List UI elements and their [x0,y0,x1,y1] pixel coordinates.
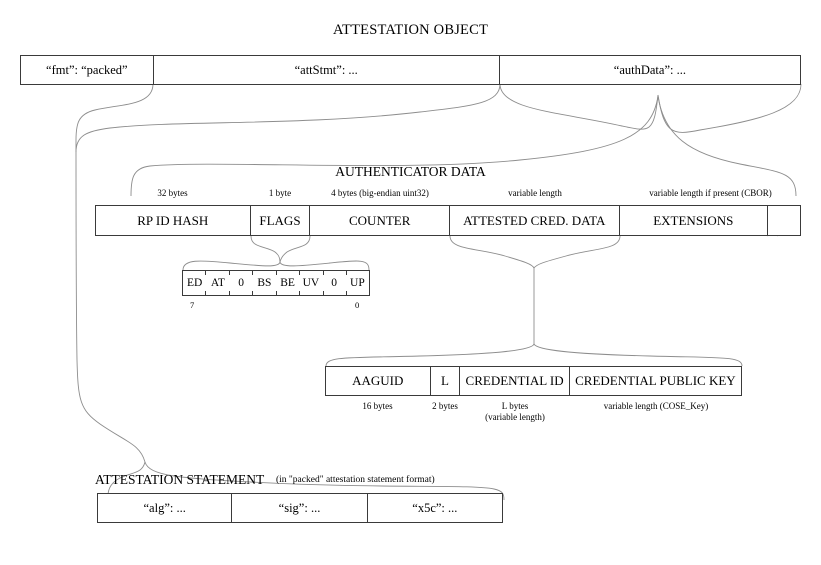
connector-acd-bot-right [533,343,743,367]
flag-bit-bs[interactable]: BS [257,277,272,289]
flag-tick-bottom-1 [205,291,206,296]
attested-credential-data-row: AAGUID L CREDENTIAL ID CREDENTIAL PUBLIC… [325,366,742,396]
field-flags[interactable]: FLAGS [251,206,311,235]
size-label-extensions: variable length if present (CBOR) [649,188,772,198]
size-label-credential-id: L bytes [501,401,529,411]
flag-tick-bottom-4 [276,291,277,296]
field-x5c[interactable]: “x5c”: ... [412,500,458,515]
attestation-statement-row: “alg”: ... “sig”: ... “x5c”: ... [97,493,503,523]
flag-bit-at[interactable]: AT [210,277,225,289]
connector-attstmt-top-left [75,83,154,141]
flag-tick-top-1 [205,270,206,275]
field-credential-id-length[interactable]: L [431,367,461,395]
field-truncation-gap [768,206,800,235]
flag-bit-ed[interactable]: ED [186,277,203,289]
field-credential-public-key[interactable]: CREDENTIAL PUBLIC KEY [575,373,736,388]
connector-flags-bot-left [182,260,281,271]
authenticator-data-title: AUTHENTICATOR DATA [335,164,486,179]
flag-bit-reserved-1[interactable]: 0 [331,277,337,289]
size-label-attested-cred-data: variable length [508,188,562,198]
size-label-aaguid: 16 bytes [362,401,393,411]
flag-tick-bottom-5 [299,291,300,296]
field-rp-id-hash[interactable]: RP ID HASH [96,206,251,235]
field-aaguid[interactable]: AAGUID [326,367,431,395]
flag-tick-bottom-3 [252,291,253,296]
connector-flags-top-right [279,235,311,263]
flag-tick-top-6 [323,270,324,275]
attestation-statement-note: (in "packed" attestation statement forma… [276,475,435,485]
flag-tick-bottom-7 [346,291,347,296]
flag-tick-top-5 [299,270,300,275]
size-label-rpidhash: 32 bytes [157,188,188,198]
flag-bit-reserved-5[interactable]: 0 [238,277,244,289]
authenticator-data-row: RP ID HASH FLAGS COUNTER ATTESTED CRED. … [95,205,801,236]
flag-bit-up[interactable]: UP [350,277,365,289]
flag-tick-top-4 [276,270,277,275]
field-authdata[interactable]: “authData”: ... [613,62,686,77]
field-sig[interactable]: “sig”: ... [232,494,368,522]
page-title: ATTESTATION OBJECT [332,22,489,38]
flag-lsb-index: 0 [355,300,360,310]
size-label-counter: 4 bytes (big-endian uint32) [331,188,429,198]
connector-authdata-bottom-left [130,95,659,197]
field-credential-id[interactable]: CREDENTIAL ID [460,367,570,395]
connector-flags-top-left [250,235,281,263]
attestation-object-row: “fmt”: “packed” “attStmt”: ... “authData… [20,55,801,85]
flag-tick-top-2 [229,270,230,275]
size-label-flags: 1 byte [268,188,292,198]
attestation-statement-title: ATTESTATION STATEMENT [95,472,265,487]
connector-authdata-top-right [657,83,802,133]
size-label-credential-id-length: 2 bytes [432,401,458,411]
field-attested-cred-data[interactable]: ATTESTED CRED. DATA [450,206,620,235]
connector-authdata-bottom-right [657,95,797,197]
field-alg[interactable]: “alg”: ... [98,494,233,522]
field-attstmt[interactable]: “attStmt”: ... [154,56,500,84]
flag-tick-top-3 [252,270,253,275]
connector-authdata-top-left [499,83,659,130]
connector-acd-top-right [533,235,621,269]
flag-tick-bottom-2 [229,291,230,296]
flag-tick-bottom-6 [323,291,324,296]
flag-bit-be[interactable]: BE [280,277,295,289]
flag-tick-top-7 [346,270,347,275]
size-label-credential-public-key: variable length (COSE_Key) [603,401,709,411]
flag-msb-index: 7 [190,300,195,310]
connector-acd-bot-left [325,343,535,367]
size-label-credential-id-note: (variable length) [485,412,545,422]
field-fmt[interactable]: “fmt”: “packed” [21,56,154,84]
connector-attstmt-top-right [75,83,501,153]
field-counter[interactable]: COUNTER [310,206,450,235]
connector-acd-top-left [449,235,535,269]
field-extensions[interactable]: EXTENSIONS [620,206,769,235]
connector-flags-bot-right [279,260,370,271]
flag-bit-uv[interactable]: UV [302,277,320,289]
